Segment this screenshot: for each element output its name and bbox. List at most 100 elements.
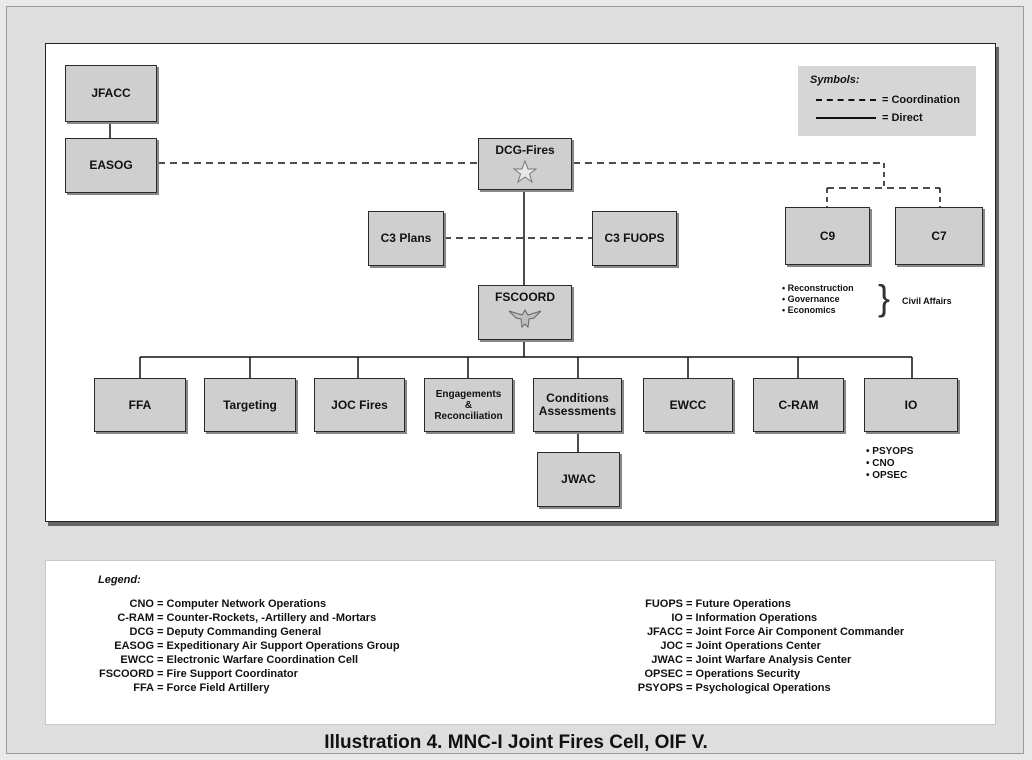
legend-def: Joint Warfare Analysis Center [695,654,852,666]
legend-item: JWAC = Joint Warfare Analysis Center [605,653,904,667]
engagements-label-line1: Engagements [435,388,502,400]
legend-abbr: EWCC [120,654,154,666]
legend-def: Computer Network Operations [166,598,327,610]
targeting-label: Targeting [223,397,277,412]
legend-item: DCG = Deputy Commanding General [78,625,400,639]
ffa-label: FFA [128,397,152,412]
legend-def: Joint Force Air Component Commander [695,626,905,638]
fscoord-label: FSCOORD [495,290,555,304]
dashed-line-sample [816,99,876,101]
legend-left-column: CNO = Computer Network Operations C-RAM … [78,597,400,695]
legend-def: Information Operations [695,612,818,624]
legend-abbr: JFACC [646,626,683,638]
conditions-label-line2: Assessments [538,404,617,418]
legend-def: Future Operations [695,598,791,610]
c7-box: C7 [895,207,983,265]
legend-def: Joint Operations Center [695,640,821,652]
joc-fires-box: JOC Fires [314,378,405,432]
legend-abbr: JOC [660,640,683,652]
symbols-title: Symbols: [810,74,860,86]
ewcc-label: EWCC [669,397,707,412]
legend-abbr: JWAC [651,654,683,666]
legend-item: EASOG = Expeditionary Air Support Operat… [78,639,400,653]
legend-abbr: DCG [129,626,154,638]
engagements-label-line3: Reconciliation [434,410,503,422]
io-item: PSYOPS [866,446,913,458]
conditions-assessments-box: Conditions Assessments [533,378,622,432]
legend-abbr: EASOG [114,640,154,652]
symbol-direct: = Direct [816,112,923,124]
engagements-box: Engagements & Reconciliation [424,378,513,432]
eagle-icon [508,309,542,329]
legend-def: Deputy Commanding General [166,626,322,638]
civil-affairs-item: Reconstruction [782,283,854,294]
jfacc-box: JFACC [65,65,157,122]
legend-abbr: OPSEC [644,668,683,680]
legend-abbr: FUOPS [645,598,683,610]
jwac-box: JWAC [537,452,620,507]
legend-def: Electronic Warfare Coordination Cell [166,654,359,666]
legend-abbr: IO [671,612,683,624]
figure-caption: Illustration 4. MNC-I Joint Fires Cell, … [324,732,708,753]
conditions-label-line1: Conditions [546,391,609,405]
legend-item: FSCOORD = Fire Support Coordinator [78,667,400,681]
legend-abbr: FFA [133,682,154,694]
dcg-fires-box: DCG-Fires [478,138,572,190]
legend-item: CNO = Computer Network Operations [78,597,400,611]
ewcc-box: EWCC [643,378,733,432]
legend-abbr: FSCOORD [99,668,154,680]
io-list: PSYOPS CNO OPSEC [866,446,913,482]
legend-abbr: C-RAM [117,612,154,624]
symbol-direct-label: = Direct [882,112,923,124]
io-item: CNO [866,458,913,470]
civil-affairs-list: Reconstruction Governance Economics [782,283,854,316]
dcg-fires-label: DCG-Fires [495,143,555,157]
legend-item: FFA = Force Field Artillery [78,681,400,695]
star-icon [513,160,537,183]
io-box: IO [864,378,958,432]
civil-affairs-label: Civil Affairs [902,296,952,306]
legend-def: Fire Support Coordinator [166,668,298,680]
io-label: IO [904,397,918,412]
c3-plans-label: C3 Plans [380,231,432,245]
legend-item: JOC = Joint Operations Center [605,639,904,653]
joc-fires-label: JOC Fires [331,397,388,412]
jfacc-label: JFACC [91,86,131,100]
symbol-coordination-label: = Coordination [882,94,960,106]
engagements-label-line2: & [464,399,473,411]
c3-fuops-label: C3 FUOPS [604,231,665,245]
civil-affairs-item: Economics [782,305,854,316]
targeting-box: Targeting [204,378,296,432]
c9-box: C9 [785,207,870,265]
legend-item: C-RAM = Counter-Rockets, -Artillery and … [78,611,400,625]
legend-def: Counter-Rockets, -Artillery and -Mortars [166,612,377,624]
c-ram-label: C-RAM [778,397,819,412]
jwac-label: JWAC [561,472,596,486]
fscoord-box: FSCOORD [478,285,572,340]
legend-abbr: CNO [129,598,154,610]
c-ram-box: C-RAM [753,378,844,432]
brace-icon: } [878,277,891,318]
legend-item: JFACC = Joint Force Air Component Comman… [605,625,904,639]
c3-fuops-box: C3 FUOPS [592,211,677,266]
legend-item: IO = Information Operations [605,611,904,625]
legend-def: Expeditionary Air Support Operations Gro… [166,640,400,652]
legend-item: PSYOPS = Psychological Operations [605,681,904,695]
civil-affairs-item: Governance [782,294,854,305]
ffa-box: FFA [94,378,186,432]
solid-line-sample [816,117,876,119]
legend-item: OPSEC = Operations Security [605,667,904,681]
legend-panel [45,560,996,725]
symbol-coordination: = Coordination [816,94,960,106]
easog-label: EASOG [89,158,133,172]
legend-def: Force Field Artillery [166,682,270,694]
symbols-key: Symbols: = Coordination = Direct [798,66,976,136]
easog-box: EASOG [65,138,157,193]
c3-plans-box: C3 Plans [368,211,444,266]
io-item: OPSEC [866,470,913,482]
c7-label: C7 [931,228,947,243]
legend-item: FUOPS = Future Operations [605,597,904,611]
legend-def: Psychological Operations [695,682,831,694]
legend-abbr: PSYOPS [637,682,683,694]
